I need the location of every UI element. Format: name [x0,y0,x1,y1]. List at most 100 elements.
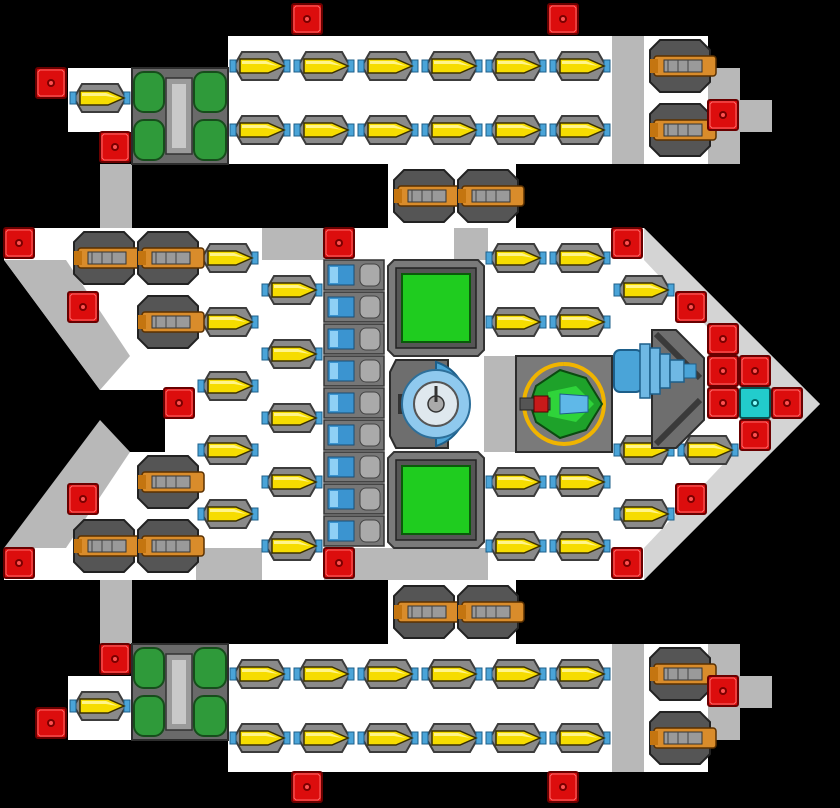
cannon-icon [457,169,525,223]
engine-icon [293,51,355,81]
engine-icon [293,115,355,145]
engine-icon [261,403,323,433]
core-icon [389,359,471,449]
engine-icon [613,275,675,305]
armor-icon [99,131,131,163]
battery-icon [323,291,385,323]
battery-icon [323,419,385,451]
engine-icon [293,723,355,753]
engine-icon [229,659,291,689]
engine-icon [357,115,419,145]
engine-icon [197,435,259,465]
armor-icon [675,291,707,323]
reactor-bottom [131,643,229,741]
armor-icon [323,547,355,579]
engine-icon [69,691,131,721]
armor-icon [707,355,739,387]
armor-icon [67,483,99,515]
engine-icon [549,115,611,145]
engine-icon [293,659,355,689]
battery-icon [323,323,385,355]
engine-icon [485,531,547,561]
engine-icon [261,339,323,369]
engine-icon [485,51,547,81]
engine-icon [229,51,291,81]
engine-icon [677,435,739,465]
engine-icon [357,659,419,689]
armor-icon [99,643,131,675]
engine-icon [549,243,611,273]
engine-icon [197,371,259,401]
engine-icon [421,51,483,81]
armor-icon [707,323,739,355]
armor-icon [35,707,67,739]
battery-icon [323,515,385,547]
cannon-icon [73,231,141,285]
engine-icon [485,723,547,753]
engine-icon [485,467,547,497]
engine-icon [421,115,483,145]
engine-icon [549,531,611,561]
armor-icon [675,483,707,515]
armor-icon [291,771,323,803]
cannon-icon [649,103,717,157]
engine-icon [261,275,323,305]
battery-column [323,259,385,547]
armor-icon [547,771,579,803]
armor-icon [67,291,99,323]
engine-icon [197,243,259,273]
battery-icon [323,259,385,291]
armor-icon [3,227,35,259]
armor-icon [547,3,579,35]
cannon-icon [457,585,525,639]
battery-icon [323,387,385,419]
cannon-icon [137,519,205,573]
engine-icon [485,243,547,273]
engine-icon [69,83,131,113]
armor-icon [323,227,355,259]
cockpit-icon [515,355,613,453]
engine-icon [549,659,611,689]
shield-module-top [387,259,485,357]
engine-icon [229,723,291,753]
engine-icon [549,307,611,337]
cannon-icon [649,711,717,765]
armor-icon [707,99,739,131]
armor-icon [739,419,771,451]
engine-icon [197,307,259,337]
armor-icon [707,387,739,419]
thruster-icon [613,329,705,449]
armor-icon [707,675,739,707]
cannon-icon [137,231,205,285]
armor-icon [3,547,35,579]
battery-icon [323,451,385,483]
cannon-icon [649,39,717,93]
armor-icon [611,227,643,259]
engine-icon [613,499,675,529]
armor-icon [163,387,195,419]
engine-icon [261,467,323,497]
engine-icon [421,723,483,753]
engine-icon [549,723,611,753]
engine-icon [485,115,547,145]
reactor-top [131,67,229,165]
armor-icon [739,355,771,387]
engine-icon [485,307,547,337]
control-core-block [739,387,771,419]
armor-icon [35,67,67,99]
cannon-icon [137,455,205,509]
engine-icon [197,499,259,529]
cannon-icon [137,295,205,349]
cannon-icon [393,585,461,639]
engine-icon [261,531,323,561]
cannon-icon [393,169,461,223]
engine-icon [421,659,483,689]
engine-icon [549,51,611,81]
shield-module-bottom [387,451,485,549]
engine-icon [549,467,611,497]
engine-icon [485,659,547,689]
cannon-icon [73,519,141,573]
cannon-icon [649,647,717,701]
